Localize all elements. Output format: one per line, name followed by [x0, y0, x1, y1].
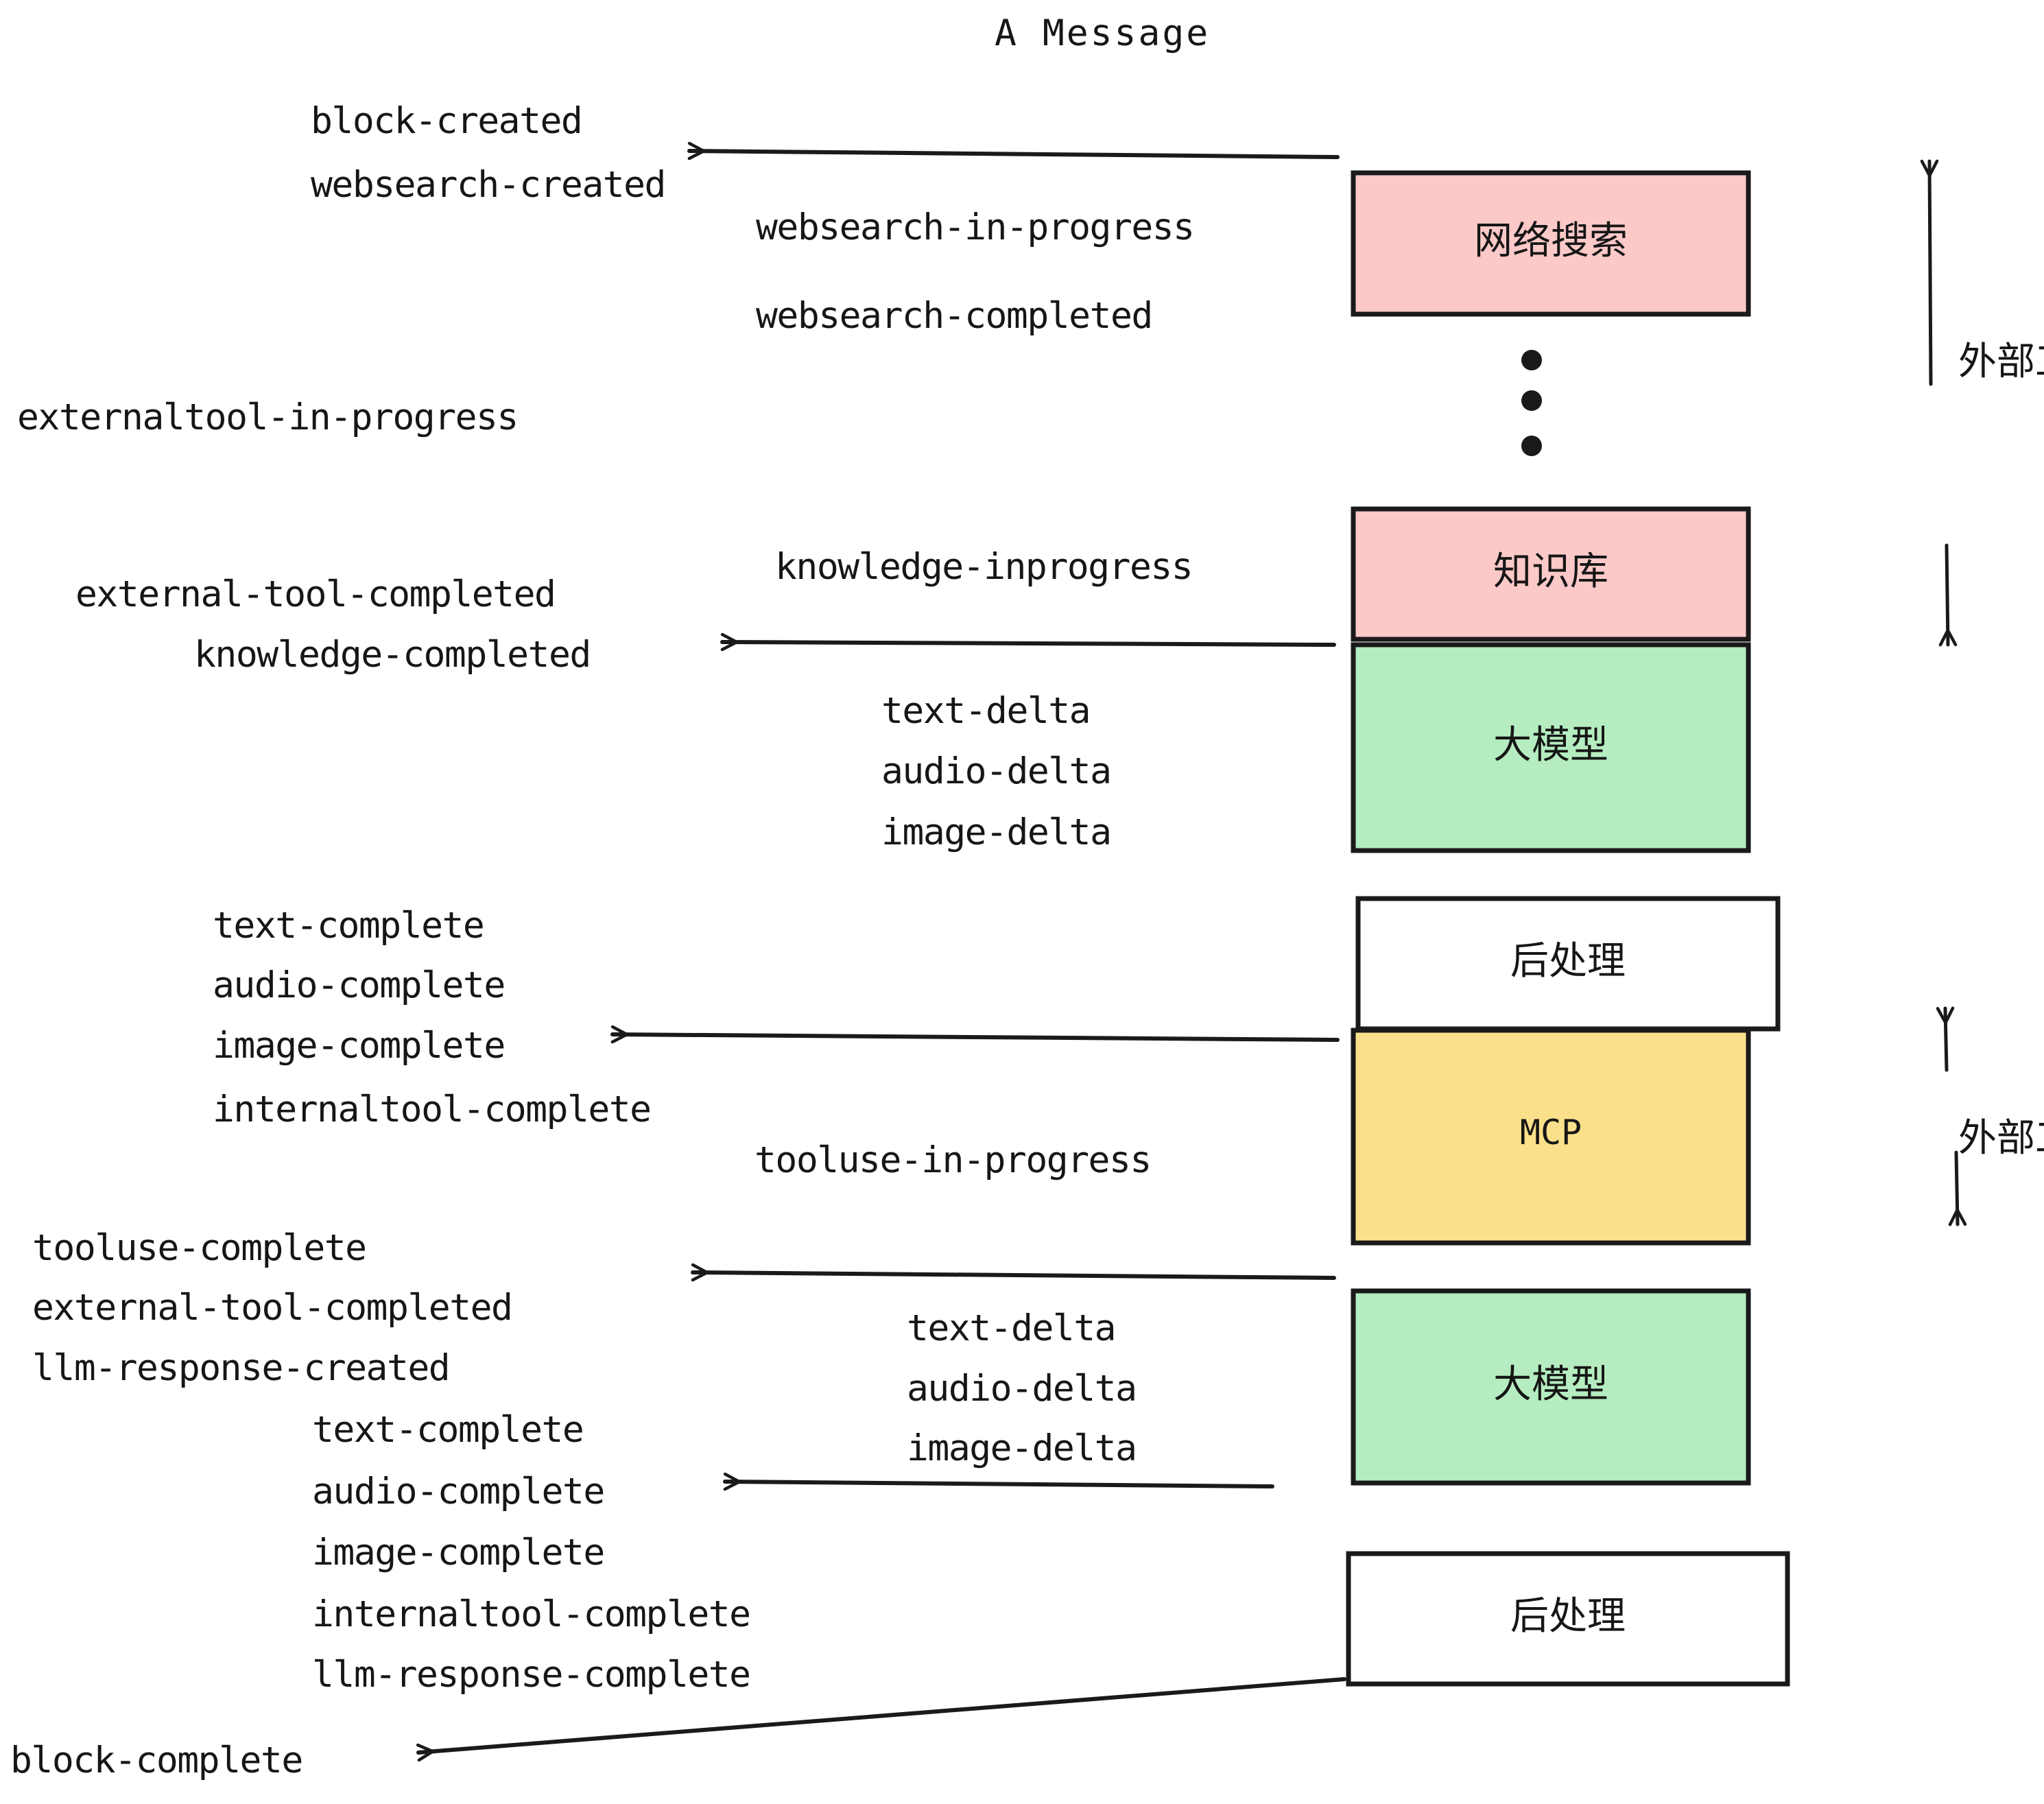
- event-label-tooluse-complete: tooluse-complete: [32, 1227, 367, 1269]
- ellipsis-dot: [1521, 390, 1542, 411]
- event-label-block-created: block-created: [311, 100, 583, 142]
- event-label-text-delta-1: text-delta: [881, 690, 1091, 732]
- page-title: A Message: [995, 12, 1211, 54]
- arrow-block-created: [687, 141, 1340, 161]
- box-mcp: [1351, 1028, 1751, 1246]
- arrow-mcp-up: [1936, 1006, 1955, 1072]
- event-label-image-complete-1: image-complete: [213, 1025, 506, 1067]
- arrow-tooluse-complete: [691, 1263, 1336, 1282]
- event-label-block-complete: block-complete: [10, 1740, 303, 1781]
- event-label-external-tool-completed-1: external-tool-completed: [75, 573, 556, 615]
- event-label-internaltool-complete-1: internaltool-complete: [213, 1089, 652, 1130]
- arrow-image-complete: [610, 1025, 1340, 1044]
- event-label-llm-response-complete: llm-response-complete: [312, 1654, 751, 1696]
- box-label-mcp: MCP: [1519, 1113, 1582, 1152]
- event-label-knowledge-inprogress: knowledge-inprogress: [775, 546, 1193, 588]
- event-label-websearch-completed: websearch-completed: [756, 295, 1153, 337]
- box-label-websearch: 网络搜索: [1474, 219, 1628, 263]
- event-label-websearch-created: websearch-created: [311, 164, 666, 206]
- event-label-externaltool-in-progress: externaltool-in-progress: [17, 396, 519, 438]
- boxes-layer: [1346, 170, 1790, 1687]
- box-label-postprocess-1: 后处理: [1510, 939, 1626, 984]
- arrow-mcp-down: [1948, 1150, 1967, 1226]
- box-label-postprocess-2: 后处理: [1510, 1594, 1626, 1639]
- ellipsis-dots: [1521, 350, 1542, 456]
- box-postprocess-2: [1346, 1551, 1790, 1687]
- event-label-audio-complete-2: audio-complete: [312, 1471, 605, 1512]
- event-label-image-delta-1: image-delta: [881, 811, 1112, 853]
- event-label-knowledge-completed: knowledge-completed: [194, 634, 591, 676]
- box-llm-1: [1351, 642, 1751, 853]
- box-postprocess-1: [1355, 896, 1781, 1032]
- event-label-text-complete-1: text-complete: [213, 905, 485, 947]
- event-label-audio-complete-1: audio-complete: [213, 964, 506, 1006]
- arrow-external-down: [1938, 543, 1958, 647]
- arrow-audio-complete: [723, 1472, 1274, 1491]
- event-label-text-complete-2: text-complete: [312, 1409, 584, 1451]
- box-label-llm-2: 大模型: [1493, 1362, 1608, 1407]
- ellipsis-dot: [1521, 436, 1542, 456]
- box-llm-2: [1351, 1288, 1751, 1486]
- box-websearch: [1351, 170, 1751, 317]
- group-label-external-tool-bottom: 外部工具: [1958, 1116, 2044, 1161]
- arrows-layer: [416, 141, 1967, 1762]
- event-label-tooluse-in-progress: tooluse-in-progress: [754, 1139, 1152, 1181]
- event-label-image-delta-2: image-delta: [907, 1427, 1137, 1469]
- event-label-audio-delta-1: audio-delta: [881, 750, 1112, 792]
- box-label-knowledge: 知识库: [1493, 549, 1608, 594]
- event-label-websearch-in-progress: websearch-in-progress: [756, 206, 1195, 248]
- box-label-llm-1: 大模型: [1493, 723, 1608, 768]
- arrow-block-complete: [416, 1677, 1346, 1762]
- event-label-audio-delta-2: audio-delta: [907, 1368, 1137, 1410]
- arrow-external-up: [1920, 159, 1939, 386]
- event-label-image-complete-2: image-complete: [312, 1532, 605, 1574]
- ellipsis-dot: [1521, 350, 1542, 370]
- group-label-external-tool-top: 外部工具: [1958, 340, 2044, 384]
- event-label-llm-response-created: llm-response-created: [32, 1347, 451, 1389]
- event-label-external-tool-completed-2: external-tool-completed: [32, 1287, 513, 1329]
- event-label-internaltool-complete-2: internaltool-complete: [312, 1593, 751, 1635]
- box-knowledge: [1351, 506, 1751, 642]
- arrow-knowledge-completed: [720, 632, 1336, 652]
- event-label-text-delta-2: text-delta: [907, 1307, 1117, 1349]
